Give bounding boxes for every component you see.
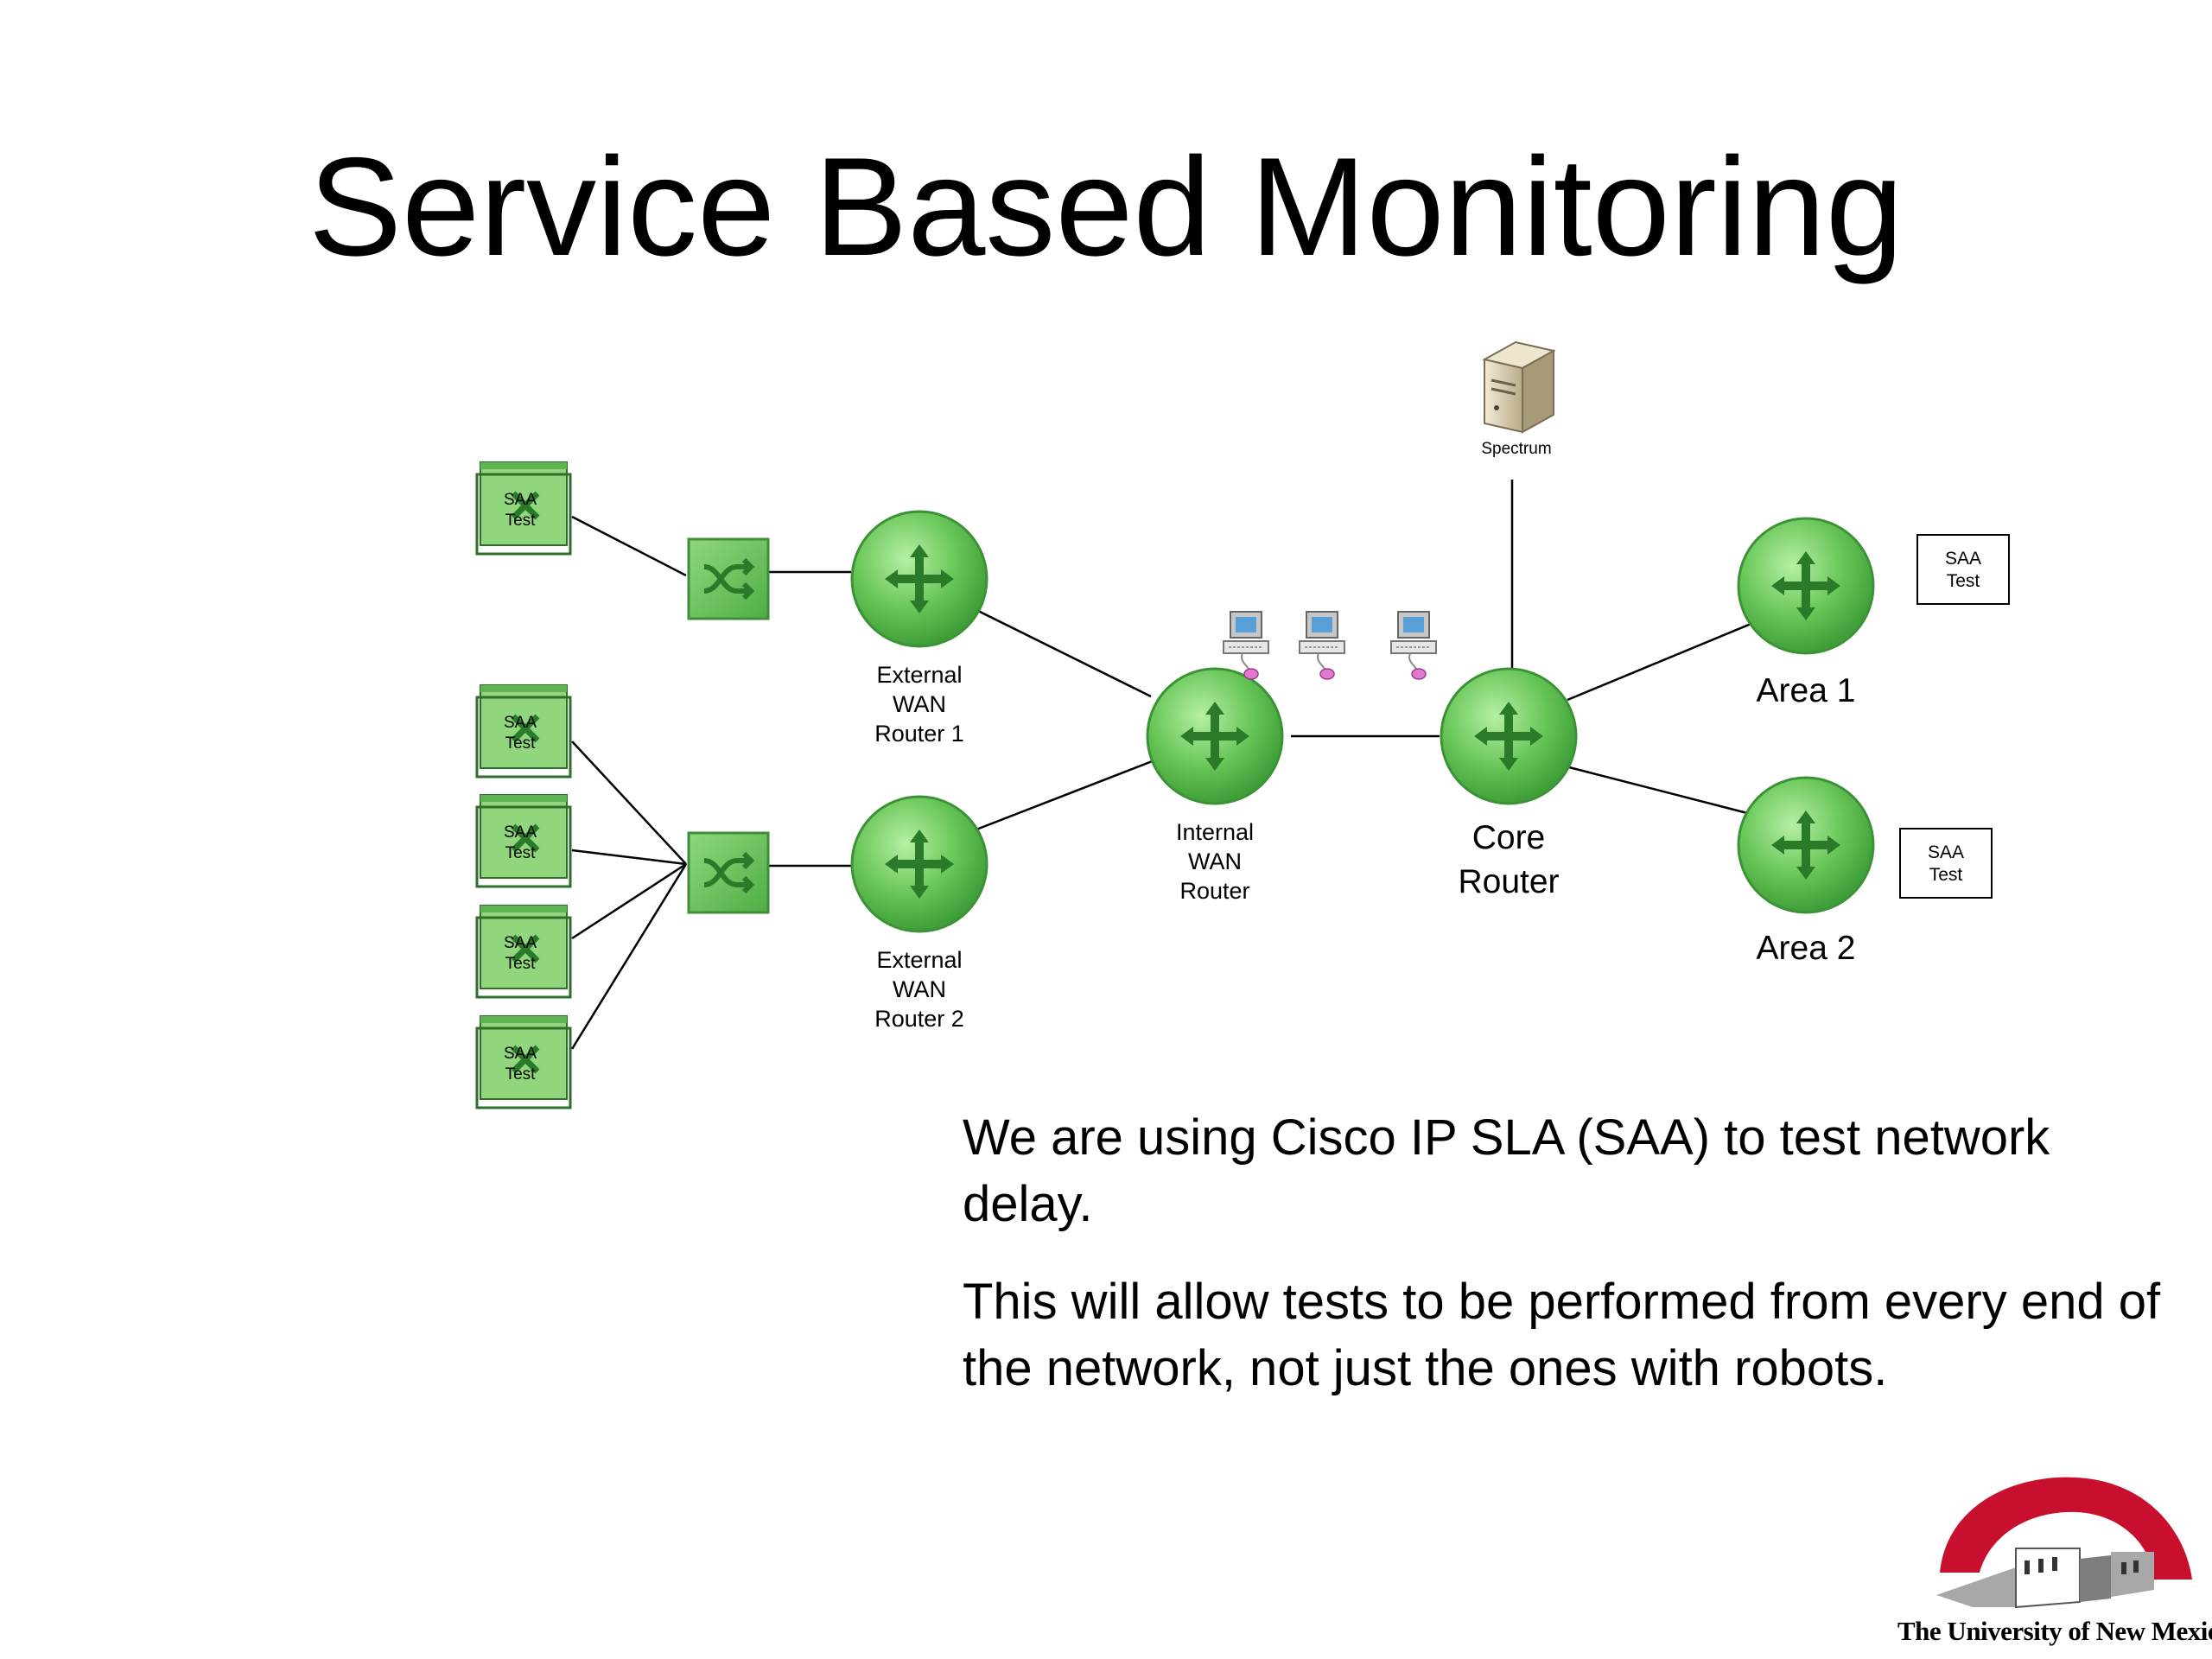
router-icon <box>852 797 987 931</box>
network-links <box>570 480 1760 1050</box>
router-icon <box>1738 518 1873 653</box>
workstation-icon <box>1223 611 1269 680</box>
saa-probe-label: SAA Test <box>503 714 537 753</box>
core-router-label: Core Router <box>1458 819 1560 900</box>
server-icon <box>1482 340 1556 434</box>
saa-probe-label: SAA Test <box>503 491 537 530</box>
saa-test-box-area-1: SAA Test <box>1916 534 2010 605</box>
saa-probe-label: SAA Test <box>503 934 537 973</box>
university-logo-icon <box>1936 1477 2192 1609</box>
saa-probe-label: SAA Test <box>503 1045 537 1084</box>
workstation-icon <box>1390 611 1437 680</box>
switch-icon <box>689 539 768 619</box>
external-wan-router-1-label: External WAN Router 1 <box>874 662 964 747</box>
slide-title: Service Based Monitoring <box>308 129 1904 285</box>
area-2-label: Area 2 <box>1756 930 1856 967</box>
internal-wan-router-label: Internal WAN Router <box>1175 819 1255 904</box>
router-icon <box>1738 778 1873 912</box>
university-logo-caption: The University of New Mexico <box>1897 1616 2212 1646</box>
router-icon <box>852 512 987 646</box>
saa-test-box-area-2: SAA Test <box>1899 828 1993 899</box>
server-label: Spectrum <box>1481 440 1552 458</box>
saa-probe-label: SAA Test <box>503 823 537 862</box>
router-icon <box>1441 669 1576 804</box>
body-paragraph-2: This will allow tests to be performed fr… <box>963 1274 2161 1396</box>
workstation-icon <box>1299 611 1345 680</box>
switch-icon <box>689 833 768 912</box>
body-text: We are using Cisco IP SLA (SAA) to test … <box>963 1104 2172 1433</box>
area-1-label: Area 1 <box>1756 672 1856 709</box>
body-paragraph-1: We are using Cisco IP SLA (SAA) to test … <box>963 1109 2050 1232</box>
external-wan-router-2-label: External WAN Router 2 <box>874 947 964 1032</box>
router-icon <box>1147 669 1282 804</box>
